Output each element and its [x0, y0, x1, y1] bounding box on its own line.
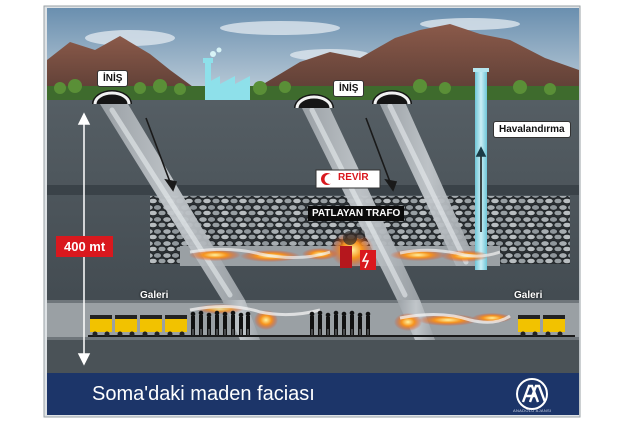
fire-lower: [189, 304, 512, 331]
mine-carts-left: [90, 315, 187, 337]
gallery-right-label: Galeri: [514, 290, 543, 301]
miners-group-right: [309, 310, 371, 335]
entrance-left-label: İNİŞ: [98, 71, 128, 86]
ventilation-label: Havalandırma: [494, 122, 570, 137]
entrance-left-icon: [92, 90, 132, 105]
infirmary-label: REVİR: [338, 172, 369, 183]
transformer-explosion-icon: [330, 229, 376, 270]
entrance-mid-label: İNİŞ: [334, 81, 364, 96]
agency-name: ANADOLU AJANSI: [513, 408, 552, 413]
fire-upper: [189, 247, 501, 262]
red-crescent-icon: [321, 173, 335, 185]
mine-carts-right: [518, 315, 565, 337]
entrance-mid-icon: [294, 94, 334, 109]
mountain-right: [250, 24, 579, 92]
miners-group-left: [190, 310, 251, 335]
mountain-left: [47, 36, 200, 92]
arrow-icon: [145, 117, 487, 232]
explosion-label: PATLAYAN TRAFO: [308, 206, 405, 221]
gallery-left-label: Galeri: [140, 290, 169, 301]
depth-label: 400 mt: [56, 236, 114, 257]
infirmary-badge: [315, 169, 381, 189]
footer-bar: Soma'daki maden faciası ANADOLU AJANSI: [47, 373, 579, 415]
factory-icon: [203, 47, 250, 102]
aa-logo-icon: [516, 378, 548, 410]
footer-title: Soma'daki maden faciası: [92, 383, 315, 405]
entrance-right-icon: [372, 90, 412, 105]
